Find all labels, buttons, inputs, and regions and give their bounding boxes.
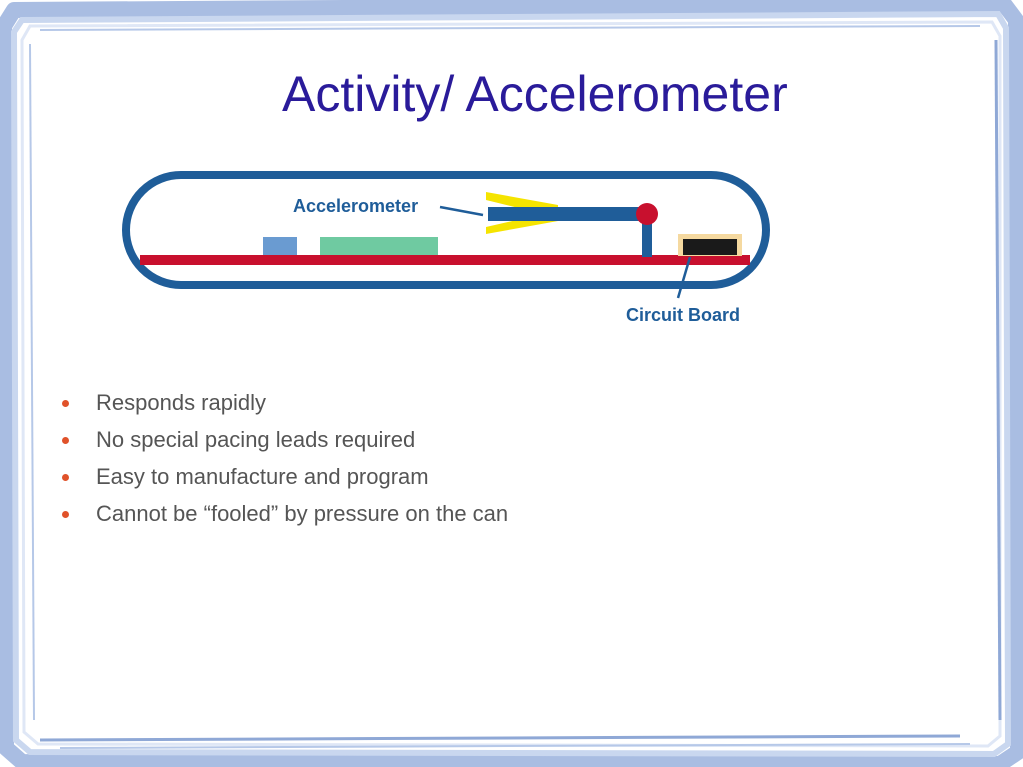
- accelerometer-diagram: Accelerometer Circuit Board: [122, 171, 770, 325]
- component-blue-block: [263, 237, 297, 255]
- bullet-item: Easy to manufacture and program: [58, 458, 508, 495]
- component-green-block: [320, 237, 438, 255]
- bullet-marker-icon: [62, 474, 69, 481]
- bullet-item: Cannot be “fooled” by pressure on the ca…: [58, 495, 508, 532]
- bullet-item: Responds rapidly: [58, 384, 508, 421]
- bullet-item: No special pacing leads required: [58, 421, 508, 458]
- bullet-text: Cannot be “fooled” by pressure on the ca…: [96, 501, 509, 526]
- circuit-board-pointer: [676, 256, 692, 299]
- vibration-highlight: [486, 192, 558, 234]
- bullet-text: No special pacing leads required: [96, 427, 416, 452]
- bullet-marker-icon: [62, 400, 69, 407]
- circuit-board: [140, 255, 750, 265]
- accelerometer-post: [642, 213, 652, 257]
- accelerometer-mass: [636, 203, 658, 225]
- accelerometer-beam: [488, 207, 648, 221]
- bullet-text: Responds rapidly: [96, 390, 266, 415]
- circuit-board-label: Circuit Board: [626, 305, 740, 325]
- accelerometer-pointer: [439, 205, 484, 217]
- chip: [683, 239, 737, 255]
- accelerometer-label: Accelerometer: [293, 196, 418, 216]
- slide-title: Activity/ Accelerometer: [282, 66, 788, 122]
- pacemaker-can-outline: [122, 171, 770, 289]
- bullet-list: Responds rapidly No special pacing leads…: [58, 384, 508, 532]
- bullet-text: Easy to manufacture and program: [96, 464, 429, 489]
- bullet-marker-icon: [62, 511, 69, 518]
- bullet-marker-icon: [62, 437, 69, 444]
